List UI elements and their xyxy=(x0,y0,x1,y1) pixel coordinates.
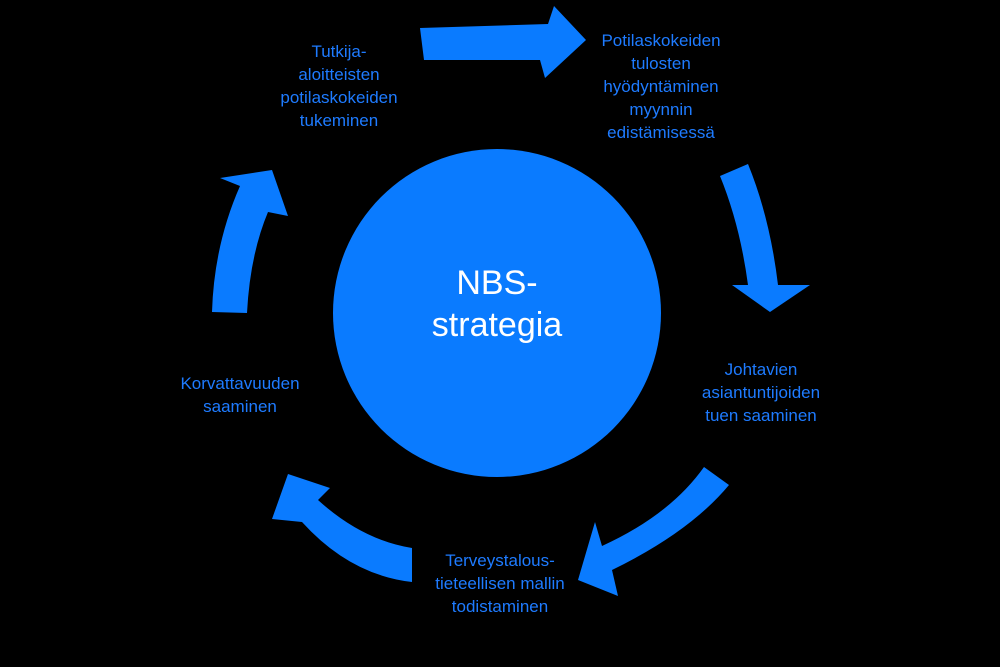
step-label-reimbursement: Korvattavuuden saaminen xyxy=(180,374,300,416)
cycle-arrow-top xyxy=(420,6,586,78)
cycle-arrow-lower-right xyxy=(578,467,729,596)
center-label: NBS- strategia xyxy=(431,264,563,344)
cycle-arrow-left xyxy=(212,170,288,313)
step-label-sales-promotion: Potilaskokeiden tulosten hyödyntäminen m… xyxy=(601,31,721,142)
step-label-expert-support: Johtavien asiantuntijoiden tuen saaminen xyxy=(701,360,821,425)
cycle-arrow-right xyxy=(720,164,810,312)
step-label-investigator-initiated-trials: Tutkija- aloitteisten potilaskokeiden tu… xyxy=(280,42,398,130)
step-label-health-economic-model: Terveystalous- tieteellisen mallin todis… xyxy=(435,551,565,616)
center-circle xyxy=(333,149,661,477)
cycle-arrow-bottom-left xyxy=(272,474,412,582)
